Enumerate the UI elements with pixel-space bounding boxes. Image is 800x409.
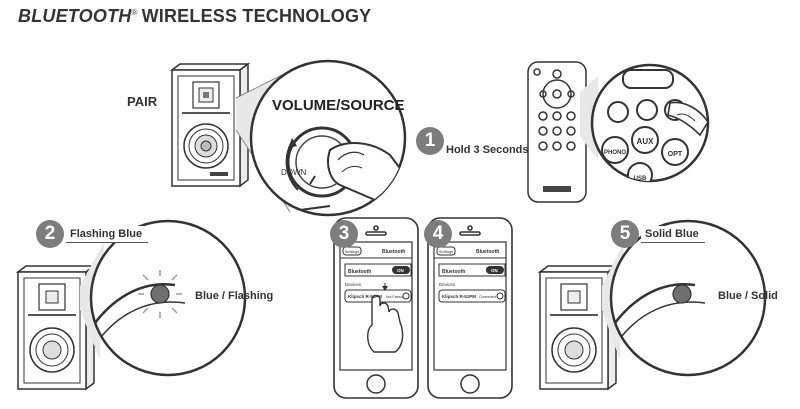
phone3-back: Settings (345, 249, 359, 254)
title-brand: BLUETOOTH (18, 6, 132, 26)
zoom-flashing-led (89, 219, 247, 377)
phone4-device-name: Klipsch R-51PM (442, 294, 476, 299)
step-2-badge: 2 (36, 220, 64, 248)
phone4-toggle-state: ON (491, 268, 498, 273)
step-2-caption: Blue / Flashing (195, 290, 274, 302)
phone4-back: Settings (439, 249, 453, 254)
phone3-device-name: Klipsch R-51PM (348, 294, 382, 299)
phone4-devices: Devices (439, 282, 456, 287)
step-5-tag: Solid Blue (641, 226, 705, 243)
phone3-toggle-state: ON (397, 268, 404, 273)
step-3-badge: 3 (330, 220, 358, 248)
zoom-solid-led (609, 219, 767, 377)
phone3-device-status: Not Paired (386, 295, 403, 299)
zoom-volume-knob (249, 59, 407, 217)
step-4-badge: 4 (424, 220, 452, 248)
step-2-tag: Flashing Blue (66, 226, 149, 243)
down-label: DOWN (281, 168, 307, 177)
phone4-device-status: Connected (479, 295, 496, 299)
phone3-nav-title: Bluetooth (382, 249, 405, 255)
step-1-text: Hold 3 Seconds (446, 144, 529, 156)
phone3-devices: Devices (345, 282, 362, 287)
step-5-caption: Blue / Solid (718, 290, 778, 302)
speaker-top (169, 62, 251, 188)
remote-button-phono: PHONO (604, 150, 626, 156)
volume-source-label: VOLUME/SOURCE (272, 97, 405, 114)
page-title: BLUETOOTH®WIRELESS TECHNOLOGY (18, 6, 371, 27)
phone4-nav-title: Bluetooth (476, 249, 499, 255)
speaker-bottom-right (537, 264, 619, 391)
phone-step4 (427, 217, 513, 399)
pair-label: PAIR (127, 94, 158, 109)
step-1-badge: 1 (416, 127, 444, 155)
title-rest: WIRELESS TECHNOLOGY (141, 6, 372, 26)
zoom-remote-buttons: AUX OPT PHONO USB (590, 63, 710, 183)
phone-step3 (333, 217, 419, 399)
remote-button-opt: OPT (668, 151, 683, 158)
remote (527, 61, 587, 203)
remote-button-usb: USB (634, 176, 647, 182)
remote-button-aux: AUX (637, 137, 655, 146)
step-5-badge: 5 (611, 220, 639, 248)
phone3-toggle-label: Bluetooth (348, 269, 371, 275)
phone4-toggle-label: Bluetooth (442, 269, 465, 275)
title-registered-mark: ® (131, 8, 138, 17)
